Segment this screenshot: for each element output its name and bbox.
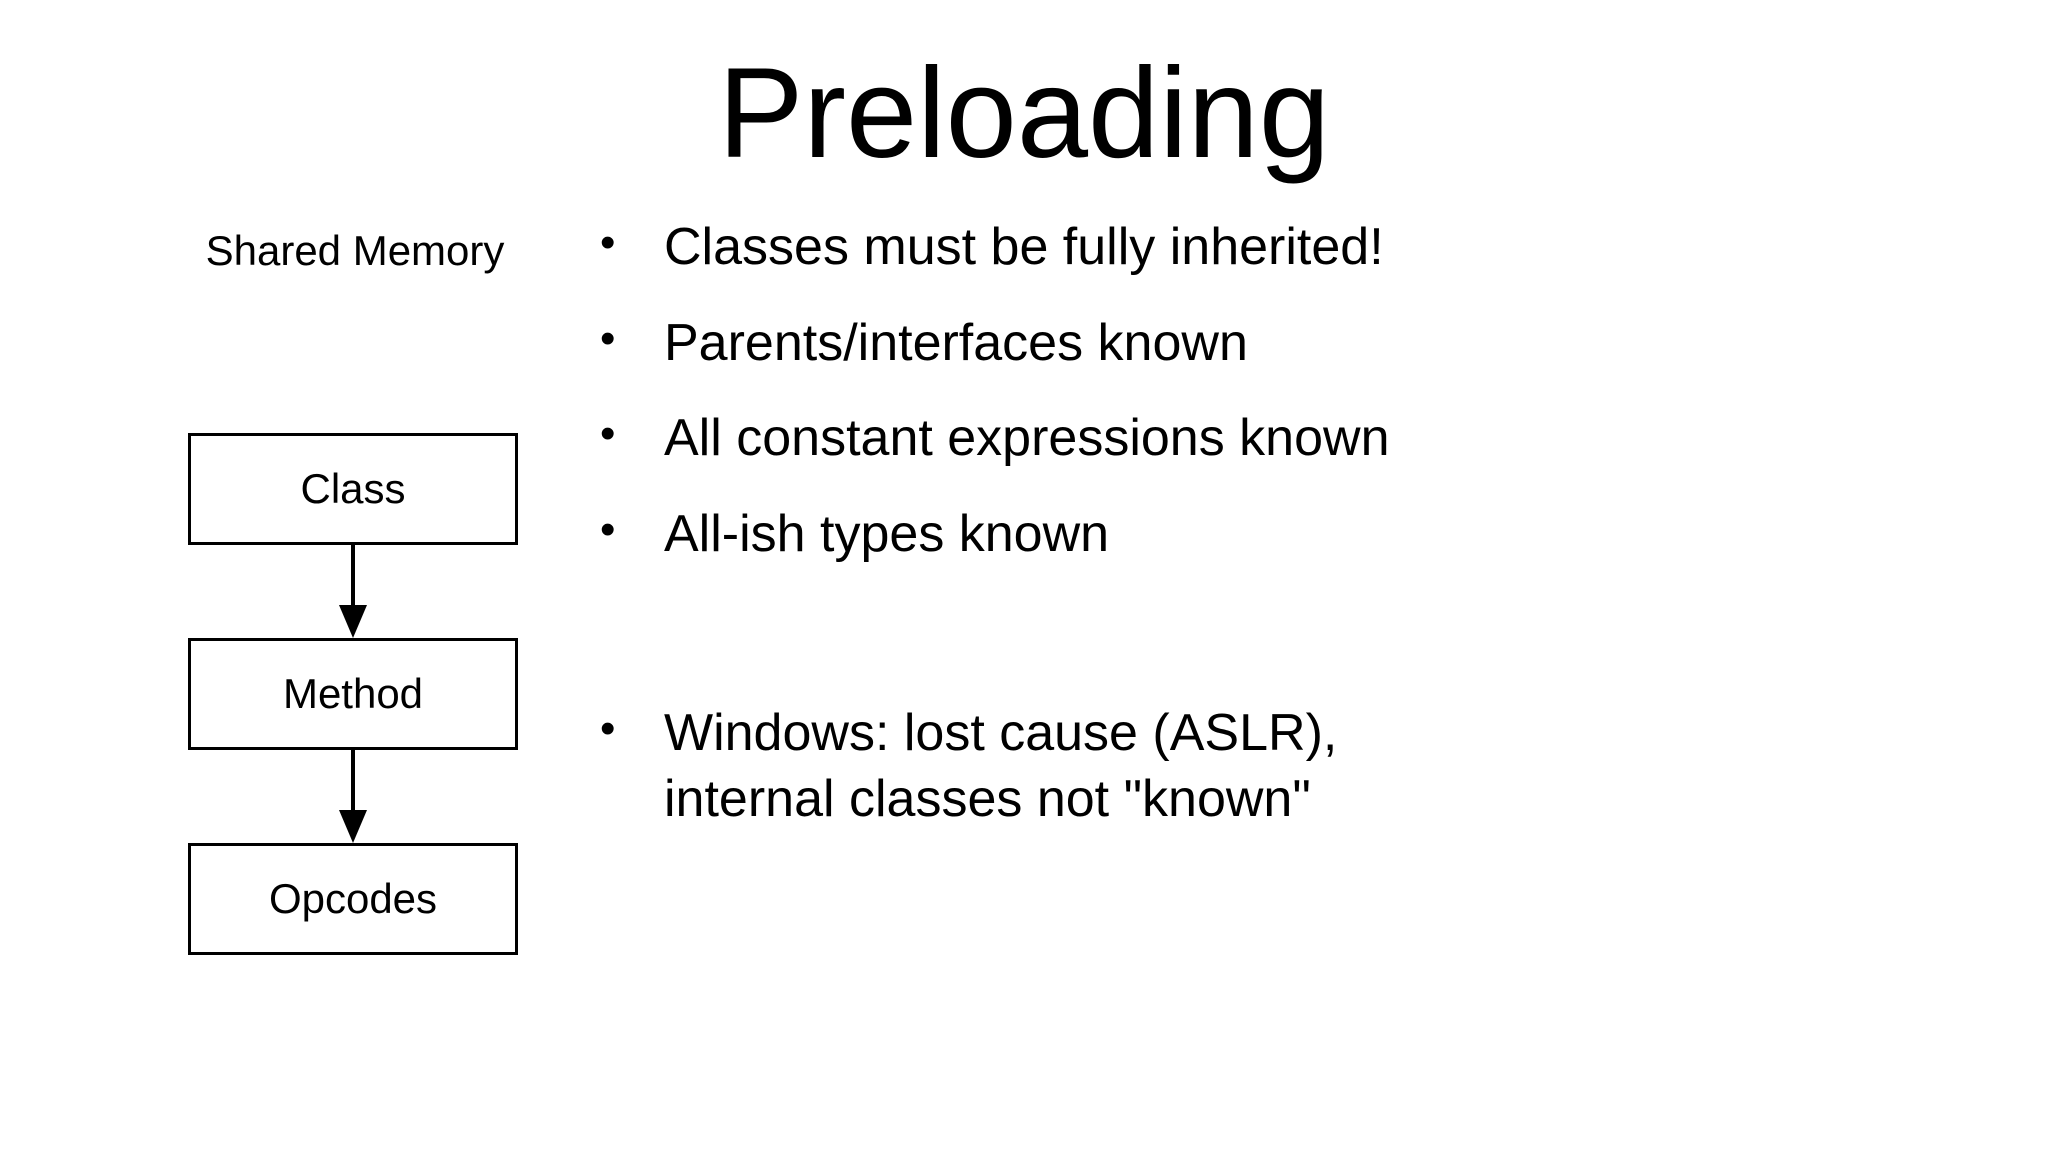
bullet-point-icon: • [600, 704, 616, 754]
shared-memory-diagram: Shared Memory Class Method Opcodes [150, 210, 620, 990]
bullet-point-icon: • [600, 504, 616, 554]
list-item-label-line1: Windows: lost cause (ASLR), [664, 704, 1338, 763]
list-item-label: Classes must be fully inherited! [664, 218, 1384, 276]
list-spacer [600, 597, 2000, 701]
list-item-label-line2: internal classes not "known" [664, 769, 1311, 828]
page-title: Preloading [718, 42, 1330, 185]
list-item: • Windows: lost cause (ASLR), internal c… [600, 701, 2000, 832]
list-item: • Classes must be fully inherited! [600, 215, 2000, 281]
list-item: • Parents/interfaces known [600, 311, 2000, 377]
list-item-label: All-ish types known [664, 504, 1110, 563]
list-item-label: Parents/interfaces known [664, 313, 1248, 372]
list-item-label: Windows: lost cause (ASLR), internal cla… [664, 701, 2000, 832]
list-item: • All-ish types known [600, 502, 2000, 568]
arrow-class-to-method [339, 543, 367, 638]
diagram-caption: Shared Memory [205, 227, 505, 274]
bullet-point-icon: • [600, 313, 616, 363]
arrow-method-to-opcodes [339, 748, 367, 843]
bullet-point-icon: • [600, 218, 616, 267]
diagram-node-class: Class [188, 433, 518, 545]
list-item-label: All constant expressions known [664, 409, 1390, 468]
bullet-point-icon: • [600, 409, 616, 459]
diagram-node-class-label: Class [300, 465, 406, 512]
diagram-node-method-label: Method [282, 670, 424, 717]
list-item: • All constant expressions known [600, 406, 2000, 472]
diagram-node-opcodes: Opcodes [188, 843, 518, 955]
diagram-node-opcodes-label: Opcodes [268, 875, 438, 922]
diagram-node-method: Method [188, 638, 518, 750]
bullet-list: • Classes must be fully inherited! • Par… [600, 215, 2000, 862]
